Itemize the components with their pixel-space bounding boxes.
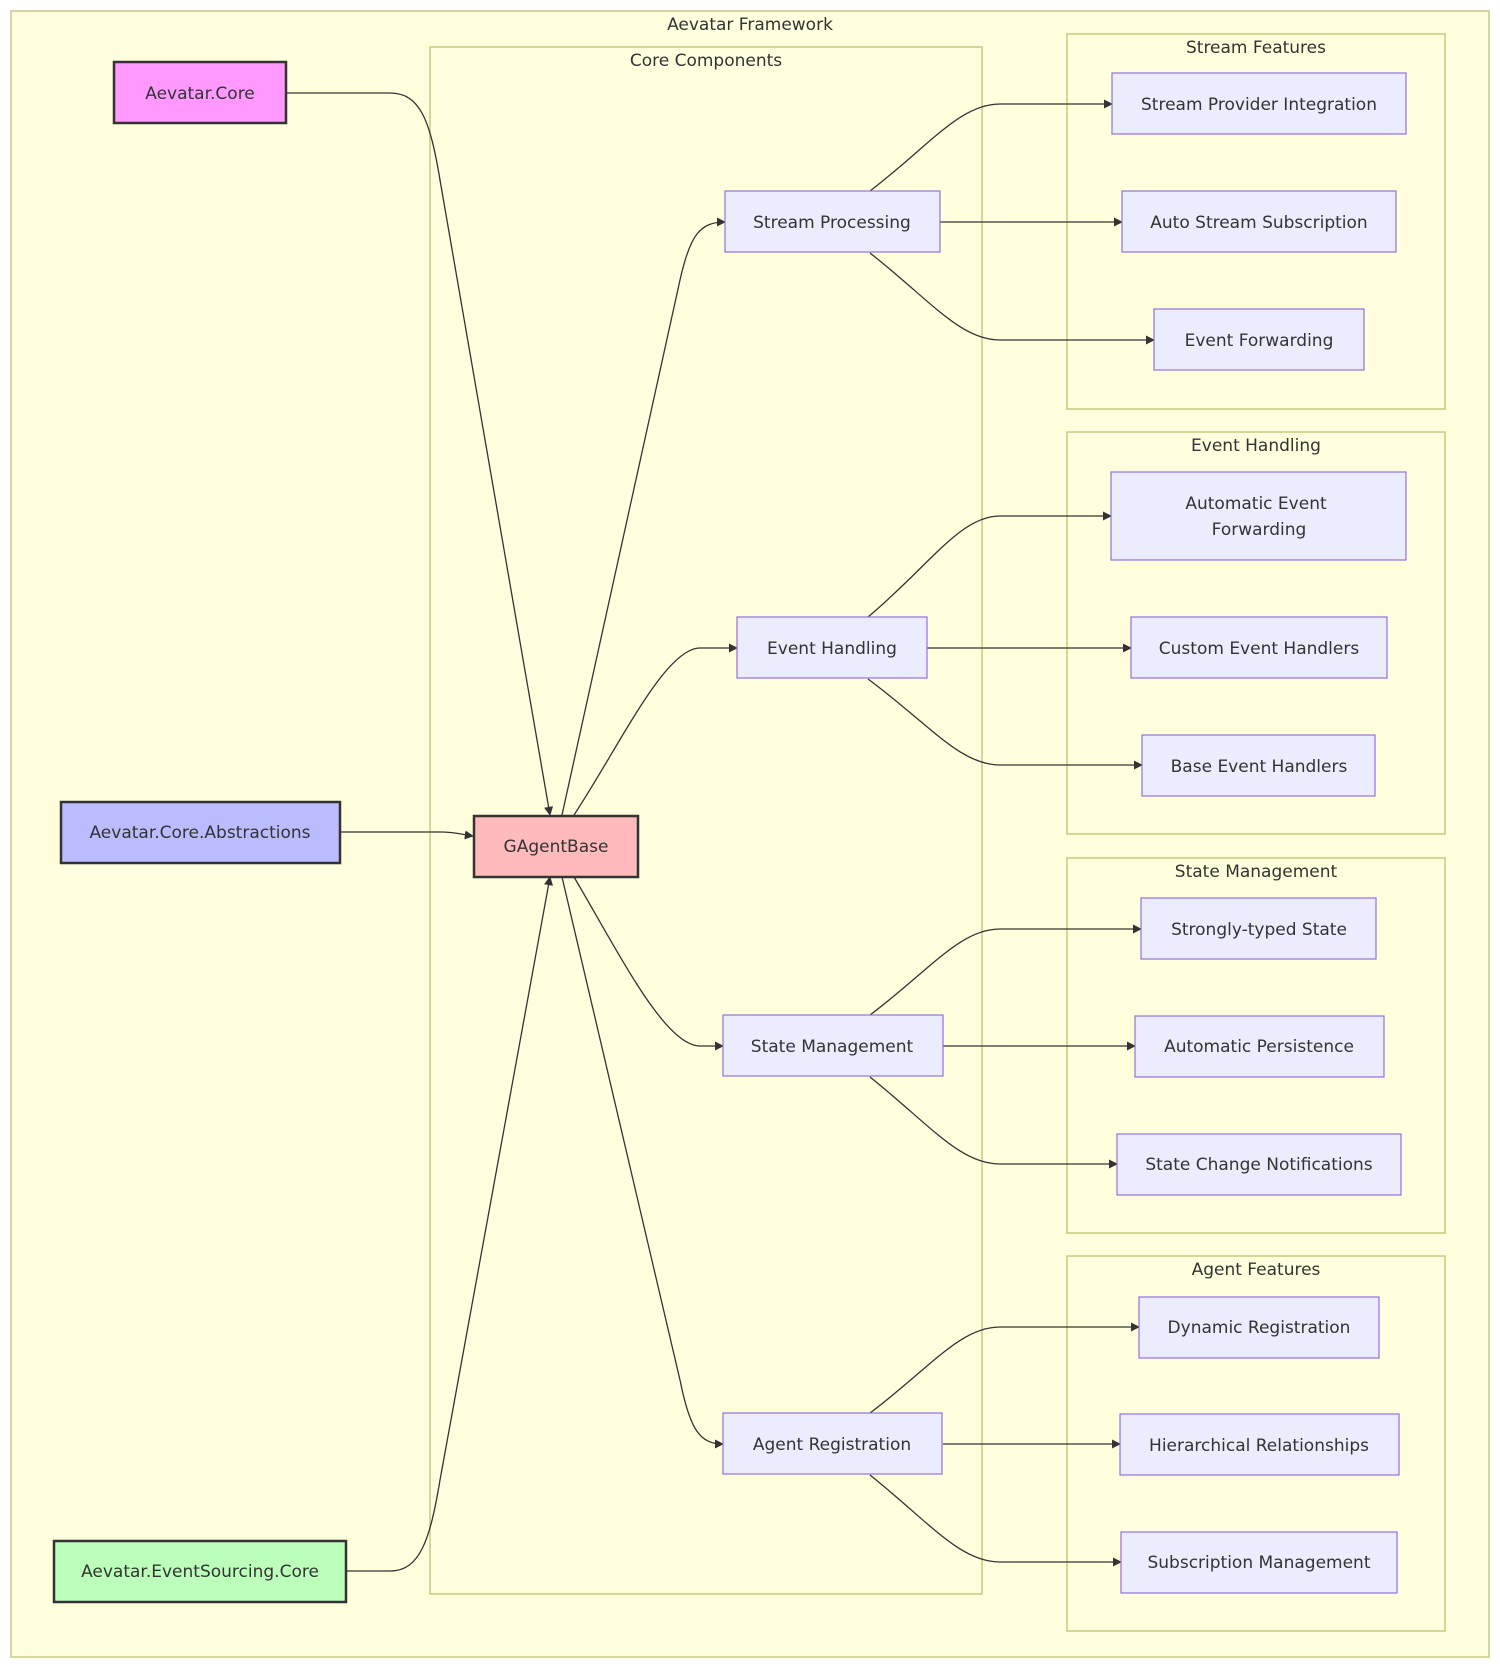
node-subscription-management[interactable]: Subscription Management: [1120, 1531, 1398, 1594]
node-automatic-persistence[interactable]: Automatic Persistence: [1134, 1015, 1385, 1078]
node-label-core-abstractions: Aevatar.Core.Abstractions: [89, 823, 310, 843]
cluster-title-core-components: Core Components: [630, 51, 782, 71]
cluster-core-components: Core Components: [429, 46, 983, 1595]
node-hierarchical-relationships[interactable]: Hierarchical Relationships: [1119, 1413, 1400, 1476]
node-label-custom-event-handlers: Custom Event Handlers: [1159, 639, 1360, 659]
node-label-automatic-event-forwarding-line1: Automatic Event: [1185, 494, 1327, 514]
node-label-dynamic-registration: Dynamic Registration: [1168, 1318, 1351, 1338]
node-label-event-handling: Event Handling: [767, 639, 897, 659]
node-label-eventsourcing-core: Aevatar.EventSourcing.Core: [81, 1562, 319, 1582]
cluster-title-agent-features: Agent Features: [1192, 1260, 1321, 1280]
edge-stream-processing-to-event-forwarding: [869, 252, 1155, 345]
node-label-automatic-persistence: Automatic Persistence: [1164, 1037, 1354, 1057]
edge-core-abstractions-to-gagentbase: [340, 830, 474, 840]
node-base-event-handlers[interactable]: Base Event Handlers: [1141, 734, 1376, 797]
node-stream-processing[interactable]: Stream Processing: [724, 190, 941, 253]
edge-event-handling-to-base-event-handlers: [867, 678, 1143, 770]
node-dynamic-registration[interactable]: Dynamic Registration: [1138, 1296, 1380, 1359]
node-label-event-forwarding: Event Forwarding: [1185, 331, 1334, 351]
node-aevatar-core[interactable]: Aevatar.Core: [112, 60, 288, 125]
node-label-stream-provider-integration: Stream Provider Integration: [1141, 95, 1377, 115]
node-strongly-typed-state[interactable]: Strongly-typed State: [1140, 897, 1377, 960]
node-auto-stream-subscription[interactable]: Auto Stream Subscription: [1121, 190, 1397, 253]
edge-agent-registration-to-dynamic-registration: [869, 1322, 1140, 1414]
node-state-management[interactable]: State Management: [722, 1014, 944, 1077]
node-label-hierarchical-relationships: Hierarchical Relationships: [1149, 1436, 1369, 1456]
node-label-agent-registration: Agent Registration: [753, 1435, 911, 1455]
cluster-event-handling: Event Handling: [1066, 431, 1446, 835]
edge-gagentbase-to-agent-registration: [561, 876, 724, 1449]
edge-gagentbase-to-stream-processing: [561, 217, 726, 816]
node-label-subscription-management: Subscription Management: [1147, 1553, 1370, 1573]
node-label-aevatar-core: Aevatar.Core: [145, 84, 255, 104]
node-label-strongly-typed-state: Strongly-typed State: [1171, 920, 1347, 940]
node-label-base-event-handlers: Base Event Handlers: [1171, 757, 1348, 777]
edge-state-management-to-state-change-notifications: [869, 1076, 1118, 1169]
node-label-automatic-event-forwarding-line2: Forwarding: [1212, 520, 1307, 540]
node-automatic-event-forwarding[interactable]: Automatic Event Forwarding: [1110, 471, 1407, 561]
cluster-title-event-handling: Event Handling: [1191, 436, 1321, 456]
edges: [286, 92, 1155, 1572]
node-label-state-management: State Management: [751, 1037, 914, 1057]
edge-eventsourcing-core-to-gagentbase: [346, 876, 554, 1572]
node-label-gagentbase: GAgentBase: [504, 837, 609, 857]
edge-state-management-to-strongly-typed-state: [869, 924, 1142, 1016]
node-label-state-change-notifications: State Change Notifications: [1145, 1155, 1372, 1175]
node-event-forwarding[interactable]: Event Forwarding: [1153, 308, 1365, 371]
cluster-title-aevatar-framework: Aevatar Framework: [667, 15, 833, 35]
node-state-change-notifications[interactable]: State Change Notifications: [1116, 1133, 1402, 1196]
node-agent-registration[interactable]: Agent Registration: [722, 1412, 943, 1475]
node-event-handling[interactable]: Event Handling: [736, 616, 928, 679]
node-label-auto-stream-subscription: Auto Stream Subscription: [1150, 213, 1367, 233]
cluster-title-stream-features: Stream Features: [1186, 38, 1326, 58]
edge-stream-processing-to-stream-provider-integration: [869, 99, 1113, 192]
edge-gagentbase-to-state-management: [573, 876, 724, 1051]
node-custom-event-handlers[interactable]: Custom Event Handlers: [1130, 616, 1388, 679]
edge-aevatar-core-to-gagentbase: [286, 92, 554, 816]
edge-agent-registration-to-subscription-management: [869, 1474, 1122, 1567]
edge-event-handling-to-automatic-event-forwarding: [867, 511, 1112, 618]
node-core-abstractions[interactable]: Aevatar.Core.Abstractions: [59, 800, 342, 865]
cluster-title-state-management: State Management: [1175, 862, 1338, 882]
node-label-stream-processing: Stream Processing: [753, 213, 911, 233]
node-gagentbase[interactable]: GAgentBase: [472, 814, 640, 879]
edge-gagentbase-to-event-handling: [573, 643, 738, 816]
node-eventsourcing-core[interactable]: Aevatar.EventSourcing.Core: [52, 1539, 348, 1604]
node-stream-provider-integration[interactable]: Stream Provider Integration: [1111, 72, 1407, 135]
